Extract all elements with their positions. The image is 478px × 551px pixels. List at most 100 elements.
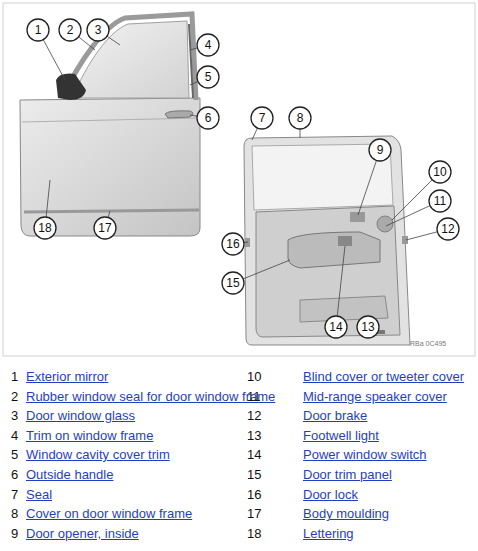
callout-circle: 13 xyxy=(356,315,380,339)
legend-number: 5 xyxy=(11,447,18,463)
part-name: Body moulding xyxy=(303,506,389,522)
exterior-mirror xyxy=(56,74,86,100)
callout-circle: 2 xyxy=(58,18,82,42)
part-name: Mid-range speaker cover xyxy=(303,389,447,405)
callout-ring xyxy=(289,107,311,129)
callout-circle: 11 xyxy=(428,189,452,213)
callout-ring xyxy=(197,66,219,88)
callout-number: 4 xyxy=(196,33,220,57)
legend-number: 2 xyxy=(11,389,18,405)
legend-number: 9 xyxy=(11,526,18,542)
part-name: Exterior mirror xyxy=(26,369,108,385)
callout-number: 3 xyxy=(86,18,110,42)
callout-ring xyxy=(357,316,379,338)
callout-ring xyxy=(197,107,219,129)
callout-ring xyxy=(429,161,451,183)
part-name: Door brake xyxy=(303,408,367,424)
callout-ring xyxy=(94,217,116,239)
callout-number: 5 xyxy=(196,65,220,89)
callout-number: 7 xyxy=(250,106,274,130)
leader-lines xyxy=(38,30,448,332)
legend-number: 3 xyxy=(11,408,18,424)
callout-ring xyxy=(369,139,391,161)
legend-number: 18 xyxy=(247,526,261,542)
legend-number: 7 xyxy=(11,487,18,503)
legend-number: 1 xyxy=(11,369,18,385)
body-moulding xyxy=(24,210,199,212)
part-name: Door trim panel xyxy=(303,467,392,483)
callout-number: 10 xyxy=(428,160,452,184)
outside-handle xyxy=(165,111,193,118)
callout-circle: 12 xyxy=(436,217,460,241)
part-name: Window cavity cover trim xyxy=(26,447,170,463)
part-name: Blind cover or tweeter cover xyxy=(303,369,464,385)
callout-number: 14 xyxy=(324,315,348,339)
callout-circle: 5 xyxy=(196,65,220,89)
window-frame-trim xyxy=(189,24,193,98)
callout-number: 12 xyxy=(436,217,460,241)
callout-number: 18 xyxy=(33,216,57,240)
callout-number: 16 xyxy=(221,232,245,256)
callout-number: 17 xyxy=(93,216,117,240)
legend-number: 8 xyxy=(11,506,18,522)
legend-number: 6 xyxy=(11,467,18,483)
door-body xyxy=(20,98,200,236)
armrest xyxy=(288,232,380,268)
legend-number: 16 xyxy=(247,487,261,503)
leader-line xyxy=(336,246,345,327)
legend-number: 10 xyxy=(247,369,261,385)
callout-circle: 16 xyxy=(221,232,245,256)
callout-circle: 3 xyxy=(86,18,110,42)
callout-ring xyxy=(27,19,49,41)
callout-circle: 9 xyxy=(368,138,392,162)
legend-number: 4 xyxy=(11,428,18,444)
callout-number: 11 xyxy=(428,189,452,213)
part-name: Seal xyxy=(26,487,52,503)
callout-circle: 18 xyxy=(33,216,57,240)
part-name: Door lock xyxy=(303,487,358,503)
callout-number: 9 xyxy=(368,138,392,162)
callout-ring xyxy=(222,272,244,294)
legend-number: 11 xyxy=(247,389,261,405)
callout-circle: 1 xyxy=(26,18,50,42)
legend-number: 13 xyxy=(247,428,261,444)
legend-number: 14 xyxy=(247,447,261,463)
callout-circle: 10 xyxy=(428,160,452,184)
callout-number: 15 xyxy=(221,271,245,295)
callout-number: 8 xyxy=(288,106,312,130)
part-name: Lettering xyxy=(303,526,354,542)
callout-number: 6 xyxy=(196,106,220,130)
callout-circle: 4 xyxy=(196,33,220,57)
part-name: Footwell light xyxy=(303,428,379,444)
callout-circle: 14 xyxy=(324,315,348,339)
legend-number: 17 xyxy=(247,506,261,522)
callout-ring xyxy=(59,19,81,41)
part-name: Trim on window frame xyxy=(26,428,153,444)
callout-circle: 17 xyxy=(93,216,117,240)
callout-ring xyxy=(34,217,56,239)
part-name: Cover on door window frame xyxy=(26,506,192,522)
shoulder-line xyxy=(22,118,200,122)
callout-ring xyxy=(197,34,219,56)
callout-number: 2 xyxy=(58,18,82,42)
callout-ring xyxy=(222,233,244,255)
callout-circle: 15 xyxy=(221,271,245,295)
callout-ring xyxy=(437,218,459,240)
part-name: Door window glass xyxy=(26,408,135,424)
window-switch xyxy=(338,236,352,246)
legend-number: 15 xyxy=(247,467,261,483)
part-name: Door opener, inside xyxy=(26,526,139,542)
callout-number: 13 xyxy=(356,315,380,339)
door-trim-panel xyxy=(256,206,400,337)
part-name: Rubber window seal for door window frame xyxy=(26,389,275,405)
callout-circle: 7 xyxy=(250,106,274,130)
callout-ring xyxy=(325,316,347,338)
callout-ring xyxy=(87,19,109,41)
callout-circle: 8 xyxy=(288,106,312,130)
image-code: RBa 0C495 xyxy=(410,340,446,348)
callout-circle: 6 xyxy=(196,106,220,130)
callout-ring xyxy=(429,190,451,212)
legend-number: 12 xyxy=(247,408,261,424)
door-opener xyxy=(350,212,365,222)
